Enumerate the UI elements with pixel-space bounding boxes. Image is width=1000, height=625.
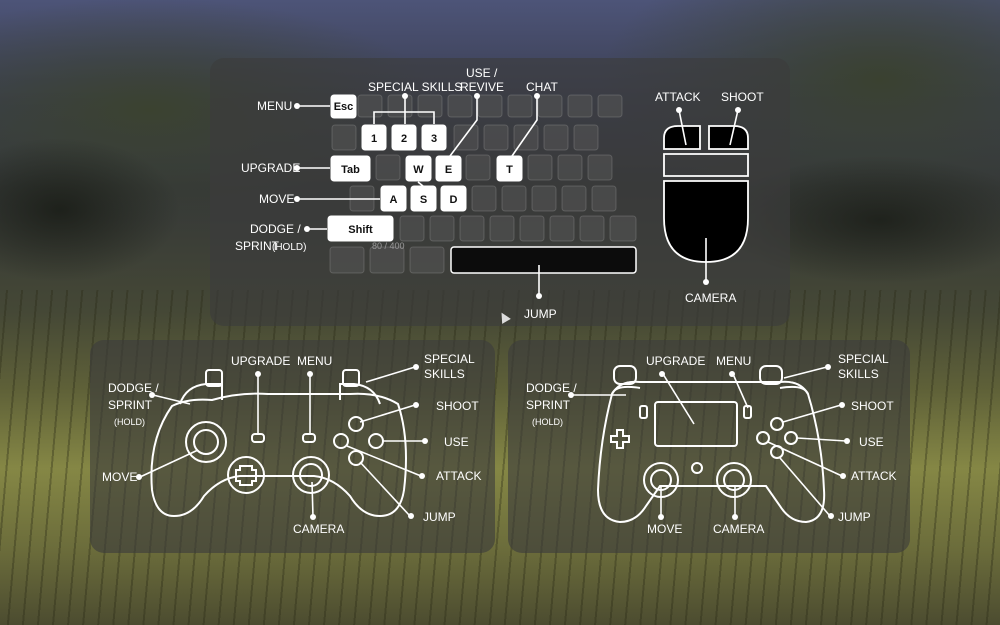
key-esc: Esc	[330, 94, 357, 119]
xbox-label-upgrade: UPGRADE	[231, 354, 290, 368]
xbox-label-jump: JUMP	[423, 510, 456, 524]
ps-label-use: USE	[859, 435, 884, 449]
ps-label-special-line2: SKILLS	[838, 367, 879, 381]
ps-label-special-line1: SPECIAL	[838, 352, 889, 366]
ps-label-dodge-line1: DODGE /	[526, 381, 577, 395]
key-esc-label: Esc	[334, 101, 354, 113]
xbox-label-special-line2: SKILLS	[424, 367, 465, 381]
key-t-label: T	[506, 164, 513, 176]
key-e: E	[435, 155, 462, 182]
key-3: 3	[421, 124, 447, 151]
label-move: MOVE	[259, 192, 294, 206]
mouse-label-camera: CAMERA	[685, 291, 736, 305]
key-tab-label: Tab	[341, 164, 360, 176]
ps-label-attack: ATTACK	[851, 469, 897, 483]
keyboard-connector-lines	[294, 93, 542, 299]
ps-label-menu: MENU	[716, 354, 751, 368]
key-e-label: E	[445, 164, 452, 176]
label-chat: CHAT	[526, 80, 558, 94]
ps-label-camera: CAMERA	[713, 522, 764, 536]
key-a: A	[380, 185, 407, 212]
label-dodge-line2: SPRINT	[235, 239, 280, 253]
xbox-controller-panel	[90, 340, 495, 553]
xbox-label-attack: ATTACK	[436, 469, 482, 483]
key-s-label: S	[420, 194, 427, 206]
label-upgrade: UPGRADE	[241, 161, 300, 175]
key-3-label: 3	[431, 133, 437, 145]
key-shift: Shift	[327, 215, 394, 242]
key-tab: Tab	[330, 155, 371, 182]
label-special-skills: SPECIAL SKILLS	[368, 80, 462, 94]
key-1-label: 1	[371, 133, 377, 145]
ps-controller-icon	[596, 365, 826, 524]
xbox-connector-lines	[136, 364, 428, 520]
xbox-label-move: MOVE	[102, 470, 137, 484]
ps-label-move: MOVE	[647, 522, 682, 536]
keyboard-ghost-keys	[329, 94, 637, 274]
xbox-controller-icon	[150, 369, 407, 518]
mouse-connector-lines	[676, 107, 741, 285]
ps-label-jump: JUMP	[838, 510, 871, 524]
label-jump: JUMP	[524, 307, 557, 321]
key-shift-label: Shift	[348, 224, 373, 236]
background-counter-text: 80 / 400	[372, 241, 405, 251]
key-d-label: D	[450, 194, 458, 206]
key-space	[450, 246, 637, 274]
key-d: D	[440, 185, 467, 212]
ps-label-upgrade: UPGRADE	[646, 354, 705, 368]
mouse-label-shoot: SHOOT	[721, 90, 764, 104]
mouse-icon	[663, 125, 749, 263]
key-t: T	[496, 155, 523, 182]
mouse-label-attack: ATTACK	[655, 90, 701, 104]
label-use-line1: USE /	[466, 66, 498, 80]
ps-label-dodge-line2: SPRINT	[526, 398, 571, 412]
key-2: 2	[391, 124, 417, 151]
label-dodge-line1: DODGE /	[250, 222, 301, 236]
key-1: 1	[361, 124, 387, 151]
xbox-label-use: USE	[444, 435, 469, 449]
xbox-label-special-line1: SPECIAL	[424, 352, 475, 366]
ps-label-shoot: SHOOT	[851, 399, 894, 413]
xbox-label-menu: MENU	[297, 354, 332, 368]
xbox-label-dodge-line2: SPRINT	[108, 398, 153, 412]
key-2-label: 2	[401, 133, 407, 145]
xbox-label-dodge-line1: DODGE /	[108, 381, 159, 395]
key-w-label: W	[413, 164, 424, 176]
xbox-label-shoot: SHOOT	[436, 399, 479, 413]
key-w: W	[405, 155, 432, 182]
ps-label-dodge-hold: (HOLD)	[532, 417, 563, 427]
label-dodge-hold: (HOLD)	[272, 242, 306, 253]
label-use-line2: REVIVE	[460, 80, 504, 94]
xbox-label-dodge-hold: (HOLD)	[114, 417, 145, 427]
label-menu: MENU	[257, 99, 292, 113]
xbox-label-camera: CAMERA	[293, 522, 344, 536]
key-s: S	[410, 185, 437, 212]
ps-connector-lines	[568, 364, 850, 520]
key-a-label: A	[390, 194, 398, 206]
